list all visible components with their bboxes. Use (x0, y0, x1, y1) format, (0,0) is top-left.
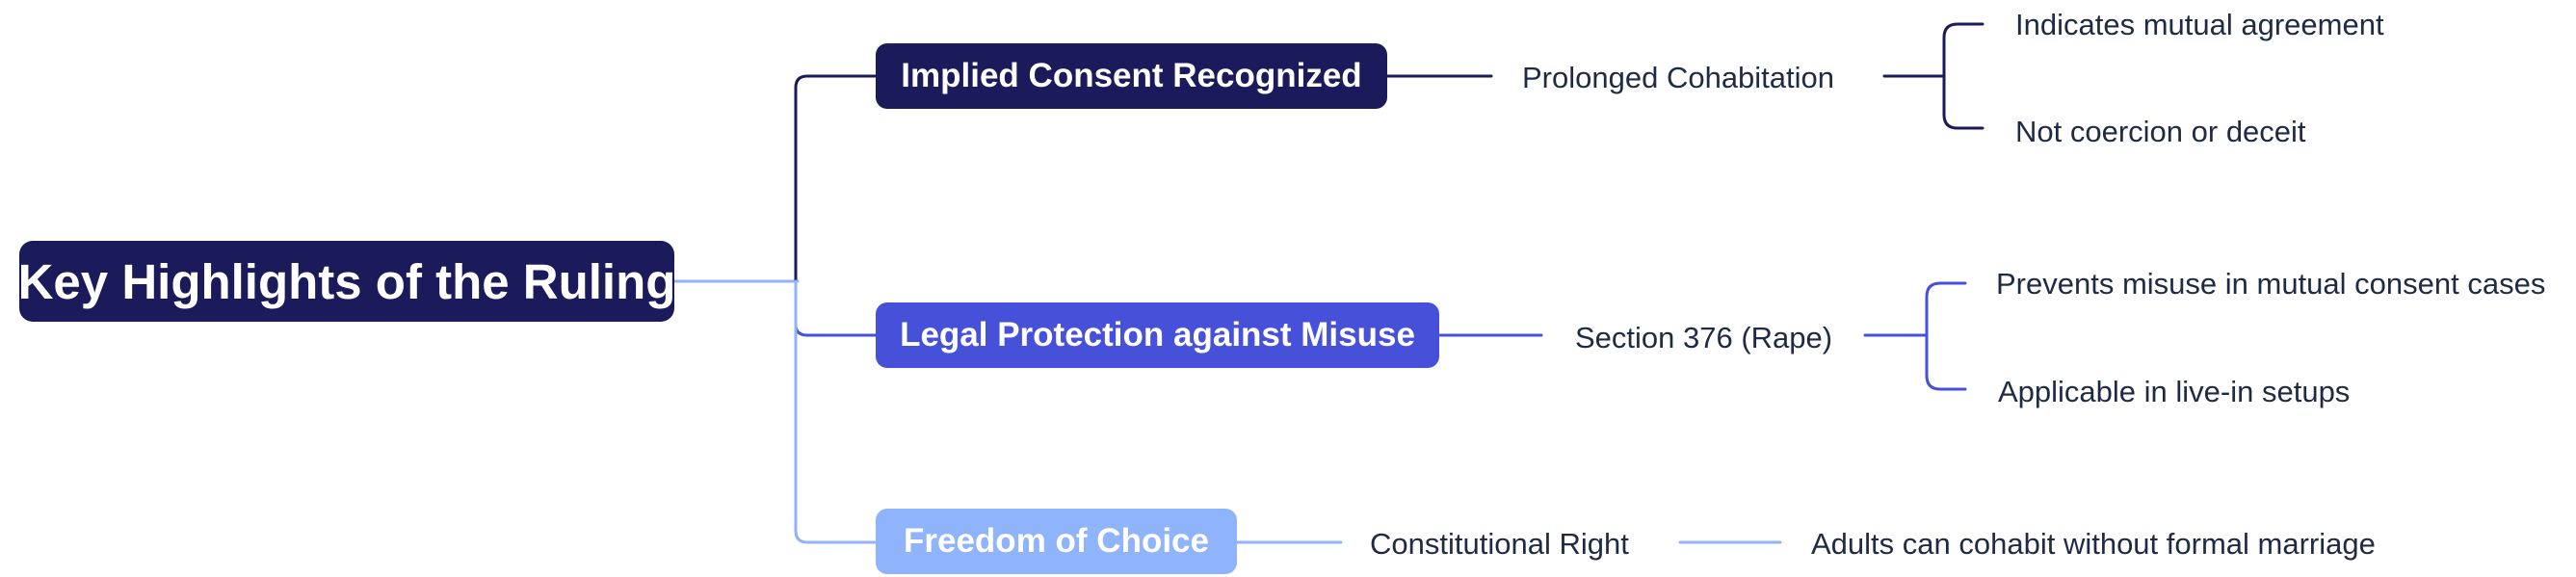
branch-implied-consent[interactable]: Implied Consent Recognized (876, 43, 1387, 109)
node-prolonged-cohabitation[interactable]: Prolonged Cohabitation (1522, 61, 1835, 94)
leaf-mutual-agreement[interactable]: Indicates mutual agreement (2015, 8, 2384, 41)
leaf-not-coercion[interactable]: Not coercion or deceit (2015, 115, 2306, 148)
leaf-prevents-misuse[interactable]: Prevents misuse in mutual consent cases (1996, 267, 2546, 301)
branch-legal-protection[interactable]: Legal Protection against Misuse (876, 302, 1439, 368)
connector-root-branch-2 (794, 279, 878, 337)
root-node[interactable]: Key Highlights of the Ruling (18, 241, 675, 322)
connector-root-branch-1 (794, 74, 878, 283)
node-section-376[interactable]: Section 376 (Rape) (1575, 321, 1833, 354)
leaf-live-in-setups[interactable]: Applicable in live-in setups (1998, 375, 2351, 408)
connector-root-branch-3 (794, 279, 878, 544)
connector-child-2-leaves (1863, 281, 1967, 391)
branch-freedom-of-choice[interactable]: Freedom of Choice (876, 509, 1237, 574)
connector-child-1-leaves (1882, 22, 1985, 130)
leaf-adults-cohabit[interactable]: Adults can cohabit without formal marria… (1811, 527, 2376, 561)
node-constitutional-right[interactable]: Constitutional Right (1370, 527, 1629, 561)
